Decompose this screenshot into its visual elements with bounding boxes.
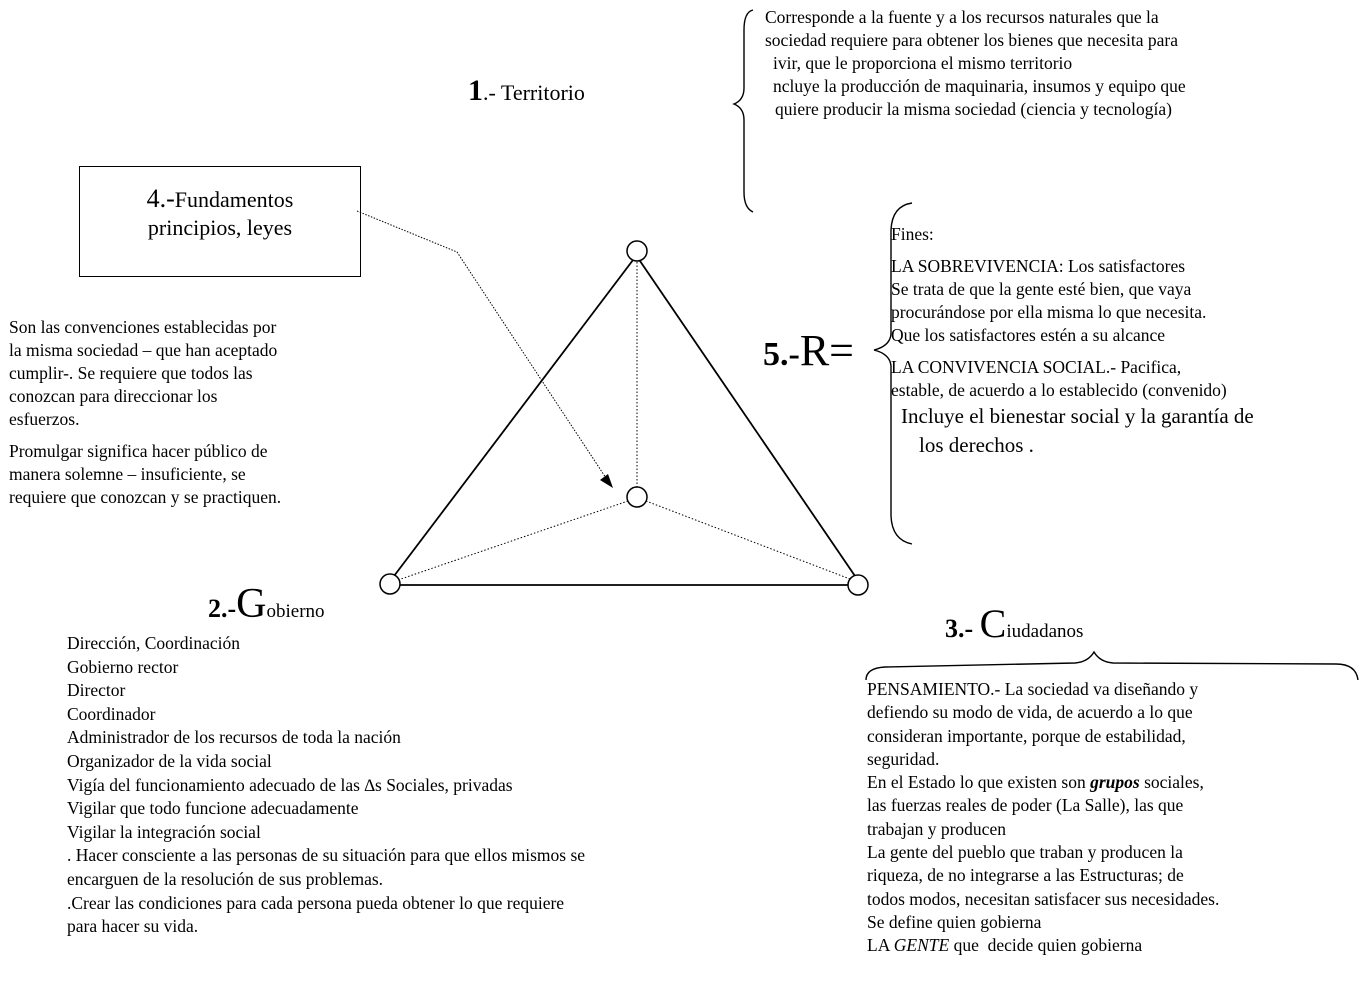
vertex-left — [379, 573, 401, 595]
ciudadanos-dash: .- — [958, 614, 980, 643]
grupos-emphasis: grupos — [1090, 772, 1140, 793]
edge-top-left — [390, 259, 634, 581]
gobierno-number: 2 — [208, 594, 221, 623]
fundamentos-line: Son las convenciones establecidas por — [9, 317, 277, 337]
sobrevivencia-line: Se trata de que la gente esté bien, que … — [891, 279, 1192, 299]
gente-suffix: que decide quien gobierna — [949, 935, 1143, 956]
gente-prefix: LA — [867, 935, 894, 956]
gobierno-description: Dirección, Coordinación Gobierno rector … — [67, 632, 585, 939]
ciudadanos-line: todos modos, necesitan satisfacer sus ne… — [867, 888, 1220, 909]
sobrevivencia-line: LA SOBREVIVENCIA: Los satisfactores — [891, 256, 1186, 276]
fundamentos-subtitle: principios, leyes — [147, 215, 293, 240]
ciudadanos-line: LA GENTE que decide quien gobierna — [867, 934, 1219, 957]
gente-emphasis: GENTE — [893, 935, 950, 956]
territorio-line: ivir, que le proporciona el mismo territ… — [773, 53, 1073, 73]
fundamentos-title: Fundamentos — [174, 187, 294, 212]
territorio-line: ncluye la producción de maquinaria, insu… — [773, 76, 1186, 96]
ciudadanos-description: PENSAMIENTO.- La sociedad va diseñando y… — [867, 678, 1219, 958]
fundamentos-line: la misma sociedad – que han aceptado — [9, 340, 278, 360]
arrow-head — [600, 474, 613, 488]
gobierno-item: Administrador de los recursos de toda la… — [67, 727, 401, 748]
ciudadanos-line: las fuerzas reales de poder (La Salle), … — [867, 795, 1184, 816]
ciudadanos-number: 3 — [945, 614, 958, 643]
territorio-line: Corresponde a la fuente y a los recursos… — [765, 7, 1159, 27]
ciudadanos-line: PENSAMIENTO.- La sociedad va diseñando y — [867, 679, 1199, 699]
bienestar-line: Incluye el bienestar social y la garantí… — [901, 404, 1254, 428]
gobierno-item: encarguen de la resolución de sus proble… — [67, 868, 384, 889]
territorio-title: 1.- Territorio — [468, 74, 585, 108]
territorio-brace — [732, 9, 754, 213]
gobierno-item: Organizador de la vida social — [67, 750, 272, 771]
convivencia-line: LA CONVIVENCIA SOCIAL.- Pacifica, — [891, 357, 1182, 377]
fundamentos-number: 4.- — [146, 184, 175, 213]
vertex-top — [626, 240, 648, 262]
gobierno-item: Dirección, Coordinación — [67, 633, 241, 653]
ciudadanos-brace — [865, 650, 1359, 681]
fundamentos-line: esfuerzos. — [9, 409, 80, 429]
territorio-line: quiere producir la misma sociedad (cienc… — [775, 99, 1172, 119]
ciudadanos-line: trabajan y producen — [867, 818, 1006, 839]
bienestar-line: los derechos . — [919, 433, 1034, 457]
estado-text: En el Estado lo que existen son — [867, 772, 1091, 793]
gobierno-item: Vigilar que todo funcione adecuadamente — [67, 798, 359, 819]
gobierno-title: 2.-Gobierno — [208, 580, 325, 628]
fines-heading: Fines: — [891, 224, 934, 244]
gobierno-item: Vigía del funcionamiento adecuado de las… — [67, 774, 513, 795]
gobierno-item: para hacer su vida. — [67, 916, 199, 937]
ciudadanos-line: En el Estado lo que existen son grupos s… — [867, 771, 1219, 794]
fundamentos-line: manera solemne – insuficiente, se — [9, 464, 246, 484]
sobrevivencia-line: procurándose por ella misma lo que neces… — [891, 302, 1207, 322]
ciudadanos-line: defiendo su modo de vida, de acuerdo a l… — [867, 702, 1193, 723]
fundamentos-line: conozcan para direccionar los — [9, 386, 218, 406]
gobierno-item: . Hacer consciente a las personas de su … — [67, 845, 586, 866]
ciudadanos-rest: iudadanos — [1006, 621, 1084, 642]
gobierno-item: Gobierno rector — [67, 656, 179, 677]
ciudadanos-title: 3.- Ciudadanos — [945, 600, 1083, 647]
resultado-description: Fines: LA SOBREVIVENCIA: Los satisfactor… — [891, 223, 1254, 460]
fundamentos-arrow — [356, 210, 607, 479]
fundamentos-label: 4.-Fundamentos principios, leyes — [80, 185, 360, 242]
gobierno-item: Coordinador — [67, 703, 156, 724]
fundamentos-line: requiere que conozcan y se practiquen. — [9, 487, 282, 507]
territorio-number: 1 — [468, 74, 483, 107]
resultado-number: 5.- — [763, 336, 800, 373]
territorio-line: sociedad requiere para obtener los biene… — [765, 30, 1178, 50]
gobierno-item: .Crear las condiciones para cada persona… — [67, 892, 565, 913]
ciudadanos-line: consideran importante, porque de estabil… — [867, 725, 1186, 746]
territorio-label: .- Territorio — [483, 80, 585, 105]
fundamentos-line: Promulgar significa hacer público de — [9, 441, 268, 461]
fundamentos-line: cumplir-. Se requiere que todos las — [9, 363, 253, 383]
ciudadanos-line: riqueza, de no integrarse a las Estructu… — [867, 865, 1184, 886]
inner-line-right — [645, 500, 851, 580]
gobierno-item: Vigilar la integración social — [67, 821, 261, 842]
gobierno-dash: .- — [221, 594, 237, 623]
sobrevivencia-line: Que los satisfactores estén a su alcance — [891, 325, 1166, 345]
convivencia-line: estable, de acuerdo a lo establecido (co… — [891, 380, 1227, 400]
ciudadanos-line: La gente del pueblo que traban y produce… — [867, 842, 1183, 863]
fundamentos-description: Son las convenciones establecidas por la… — [9, 316, 281, 509]
gobierno-item: Director — [67, 680, 126, 701]
vertex-right — [847, 574, 869, 596]
ciudadanos-initial: C — [979, 601, 1007, 646]
gobierno-initial: G — [236, 581, 267, 627]
inner-line-left — [397, 500, 629, 581]
ciudadanos-line: Se define quien gobierna — [867, 911, 1042, 932]
fundamentos-box: 4.-Fundamentos principios, leyes — [79, 166, 361, 277]
estado-text-end: sociales, — [1139, 772, 1204, 793]
edge-top-right — [639, 260, 856, 577]
resultado-brace — [873, 202, 913, 545]
resultado-label: 5.-R= — [763, 328, 854, 378]
ciudadanos-line: seguridad. — [867, 748, 940, 769]
resultado-symbol: R= — [799, 326, 854, 375]
vertex-center — [626, 486, 648, 508]
territorio-description: Corresponde a la fuente y a los recursos… — [765, 6, 1186, 121]
gobierno-rest: obierno — [266, 601, 325, 622]
